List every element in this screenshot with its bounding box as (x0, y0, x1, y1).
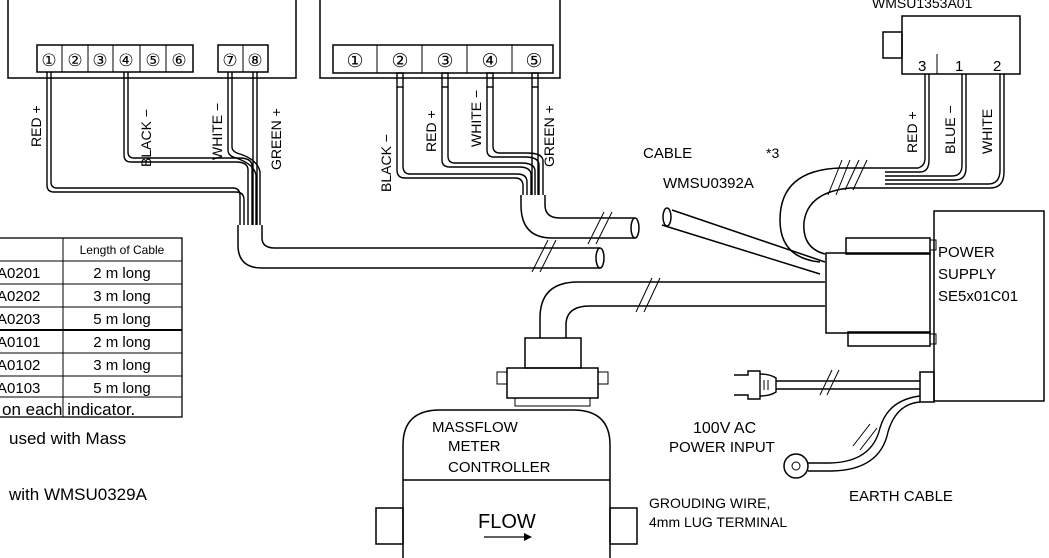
table-row-3-length: 5 m long (93, 311, 151, 328)
left-wire-red-label: RED + (28, 105, 44, 147)
left-wire-green-label: GREEN + (268, 108, 284, 170)
massflow-controller: MASSFLOW METER CONTROLLER FLOW (375, 337, 638, 558)
left-wire-white-label: WHITE − (209, 103, 225, 160)
controller-label-2: METER (448, 438, 501, 455)
left-pin-6: ⑥ (171, 51, 186, 70)
mid-pin-4: ④ (481, 51, 498, 72)
sensor-wires (885, 74, 1005, 189)
mid-pin-5: ⑤ (525, 51, 542, 72)
mid-pin-3: ③ (436, 51, 453, 72)
cables (237, 159, 885, 338)
mid-wire-bundle (396, 72, 544, 195)
mid-wire-white-label: WHITE − (468, 90, 484, 147)
table-row-6-length: 5 m long (93, 380, 151, 397)
left-pin-3: ③ (92, 51, 107, 70)
mid-pin-1: ① (346, 51, 363, 72)
left-pin-1: ① (41, 51, 56, 70)
sensor-wire-red-label: RED + (904, 111, 920, 153)
table-row-1-code: A0201 (0, 265, 40, 282)
table-row-4-length: 2 m long (93, 334, 151, 351)
flow-label: FLOW (478, 511, 536, 533)
left-wire-labels: RED + BLACK − WHITE − GREEN + (28, 103, 284, 170)
cable-length-table: Length of Cable A0201 2 m long A0202 3 m… (0, 237, 183, 418)
controller-label-1: MASSFLOW (432, 419, 519, 436)
left-pin-5: ⑤ (145, 51, 160, 70)
table-row-3-code: A0203 (0, 311, 40, 328)
mid-wire-labels: BLACK − RED + WHITE − GREEN + (378, 90, 557, 192)
power-supply-label-2: SUPPLY (938, 266, 996, 283)
ac-voltage-label: 100V AC (693, 420, 756, 437)
mid-wire-black-label: BLACK − (378, 134, 394, 192)
power-supply-label-1: POWER (938, 244, 995, 261)
table-header-length: Length of Cable (80, 243, 165, 257)
left-pin-7: ⑦ (222, 51, 237, 70)
sensor-pin-3: 3 (918, 58, 926, 75)
table-row-1-length: 2 m long (93, 265, 151, 282)
table-row-6-code: A0103 (0, 380, 40, 397)
left-pin-2: ② (67, 51, 82, 70)
grounding-label-1: GROUDING WIRE, (649, 495, 770, 511)
table-row-5-code: A0102 (0, 357, 40, 374)
sensor-wire-white-label: WHITE (979, 109, 995, 154)
table-row-5-length: 3 m long (93, 357, 151, 374)
mid-pin-2: ② (391, 51, 408, 72)
left-terminal-block: ① ② ③ ④ ⑤ ⑥ ⑦ ⑧ RED + BLACK − WHITE − GR… (7, 0, 297, 225)
power-supply-label-3: SE5x01C01 (938, 288, 1018, 305)
left-pin-4: ④ (118, 51, 133, 70)
footnotes: on each indicator. used with Mass with W… (2, 400, 148, 504)
mid-wire-green-label: GREEN + (541, 105, 557, 167)
mid-wire-red-label: RED + (423, 110, 439, 152)
cable-note-label: *3 (766, 145, 779, 161)
note-line-3: with WMSU0329A (8, 485, 148, 504)
note-line-1: on each indicator. (2, 400, 135, 419)
power-input-label: POWER INPUT (669, 439, 775, 456)
mid-terminal-block: ① ② ③ ④ ⑤ BLACK − RED + WHITE − GREEN + (319, 0, 561, 195)
cable-part-label: WMSU0392A (663, 175, 754, 192)
table-row-2-code: A0202 (0, 288, 40, 305)
sensor-part-label: WMSU1353A01 (872, 0, 973, 11)
controller-label-3: CONTROLLER (448, 459, 551, 476)
sensor-connector: WMSU1353A01 3 1 2 RED + BLUE − WHITE (872, 0, 1021, 189)
cable-label: CABLE (643, 145, 692, 162)
left-wire-bundle (46, 72, 261, 225)
table-row-4-code: A0101 (0, 334, 40, 351)
left-pin-8: ⑧ (247, 51, 262, 70)
earth-cable-label: EARTH CABLE (849, 488, 953, 505)
table-row-2-length: 3 m long (93, 288, 151, 305)
ac-power: 100V AC POWER INPUT EARTH CABLE GROUDING… (649, 369, 953, 530)
sensor-wire-blue-label: BLUE − (942, 105, 958, 154)
grounding-label-2: 4mm LUG TERMINAL (649, 514, 787, 530)
left-wire-black-label: BLACK − (138, 109, 154, 167)
sensor-pin-1: 1 (955, 58, 963, 75)
sensor-pin-2: 2 (993, 58, 1001, 75)
note-line-2: used with Mass (9, 429, 126, 448)
power-supply: POWER SUPPLY SE5x01C01 (825, 210, 1045, 403)
